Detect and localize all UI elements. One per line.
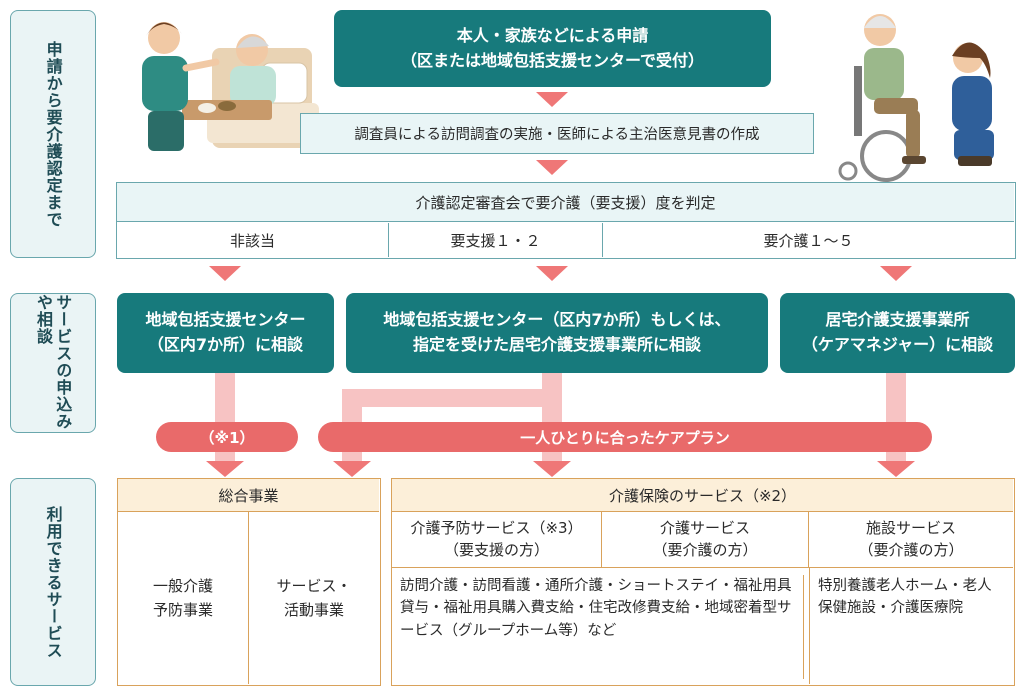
caregiver-feeding-illustration <box>142 22 319 151</box>
judgment-col3-text: 要介護１～５ <box>763 231 854 250</box>
care-services-line2: （要介護の方） <box>652 540 758 559</box>
facility-services-line2: （要介護の方） <box>858 540 964 559</box>
sogo-title: 総合事業 <box>218 486 279 505</box>
judgment-col1-text: 非該当 <box>229 231 275 250</box>
sogo-general-prevention: 一般介護 予防事業 <box>118 512 248 684</box>
judgment-col-support: 要支援１・２ <box>389 223 603 257</box>
sogo-header: 総合事業 <box>118 479 379 512</box>
consult-box1-line2: （区内7か所）に相談 <box>147 335 304 354</box>
facility-services-list: 特別養護老人ホーム・老人保健施設・介護医療院 <box>818 578 992 617</box>
sogo-right-line1: サービス・ <box>276 577 352 595</box>
sogo-left-line2: 予防事業 <box>152 601 213 619</box>
arrow-down-icon <box>209 266 241 281</box>
arrow-down-icon <box>880 266 912 281</box>
facility-services-header: 施設サービス （要介護の方） <box>809 512 1013 568</box>
insurance-title: 介護保険のサービス（※2） <box>608 486 797 505</box>
stage-label-services: 利用できるサービス <box>10 478 96 686</box>
judgment-col-care: 要介護１～５ <box>603 223 1014 257</box>
arrow-down-icon <box>536 266 568 281</box>
application-line1: 本人・家族などによる申請 <box>456 25 649 45</box>
arrow-down-icon <box>536 92 568 107</box>
arrow-down-icon <box>536 160 568 175</box>
consult-box2-line1: 地域包括支援センター（区内7か所）もしくは、 <box>383 310 731 330</box>
consult-box3-line1: 居宅介護支援事業所 <box>825 310 970 330</box>
careplan-text: 一人ひとりに合ったケアプラン <box>520 428 730 447</box>
judgment-title: 介護認定審査会で要介護（要支援）度を判定 <box>117 183 1014 222</box>
consult-box-center-or-office: 地域包括支援センター（区内7か所）もしくは、 指定を受けた居宅介護支援事業所に相… <box>346 293 768 373</box>
note1-pill: （※1） <box>156 422 298 452</box>
stage-label-consultation: サービスの申込みや相談 <box>10 293 96 433</box>
survey-box: 調査員による訪問調査の実施・医師による主治医意見書の作成 <box>300 113 814 154</box>
judgment-col2-text: 要支援１・２ <box>450 231 541 250</box>
stage-label-application: 申請から要介護認定まで <box>10 10 96 258</box>
stage-label-services-text: 利用できるサービス <box>43 505 63 659</box>
consult-box-community-center: 地域包括支援センター （区内7か所）に相談 <box>117 293 334 373</box>
sogo-services-box: 総合事業 一般介護 予防事業 サービス・ 活動事業 <box>117 478 381 686</box>
sogo-left-line1: 一般介護 <box>152 577 213 595</box>
survey-text: 調査員による訪問調査の実施・医師による主治医意見書の作成 <box>354 127 760 143</box>
sogo-divider <box>248 512 249 684</box>
prevention-services-line1: 介護予防サービス（※3） <box>410 518 583 537</box>
insurance-services-box: 介護保険のサービス（※2） 介護予防サービス（※3） （要支援の方） 介護サービ… <box>391 478 1015 686</box>
facility-services-line1: 施設サービス <box>865 518 956 537</box>
care-services-header: 介護サービス （要介護の方） <box>602 512 809 568</box>
judgment-title-text: 介護認定審査会で要介護（要支援）度を判定 <box>415 193 716 212</box>
consult-box-care-manager: 居宅介護支援事業所 （ケアマネジャー）に相談 <box>780 293 1015 373</box>
home-services-divider <box>809 568 810 684</box>
sogo-service-activity: サービス・ 活動事業 <box>249 512 379 684</box>
note1-text: （※1） <box>199 428 255 447</box>
judgment-col-not-applicable: 非該当 <box>117 223 389 257</box>
care-services-line1: 介護サービス <box>659 518 750 537</box>
sogo-right-line2: 活動事業 <box>283 601 344 619</box>
judgment-block: 介護認定審査会で要介護（要支援）度を判定 非該当 要支援１・２ 要介護１～５ <box>116 182 1016 259</box>
stage-label-consultation-text: サービスの申込みや相談 <box>34 294 73 430</box>
prevention-services-header: 介護予防サービス（※3） （要支援の方） <box>392 512 602 568</box>
wheelchair-caregiver-illustration <box>838 14 994 182</box>
application-box: 本人・家族などによる申請 （区または地域包括支援センターで受付） <box>334 10 771 87</box>
careplan-pill: 一人ひとりに合ったケアプラン <box>318 422 932 452</box>
consult-box2-line2: 指定を受けた居宅介護支援事業所に相談 <box>412 335 701 354</box>
consult-box3-line2: （ケアマネジャー）に相談 <box>801 335 994 354</box>
insurance-header: 介護保険のサービス（※2） <box>392 479 1013 512</box>
stage-label-application-text: 申請から要介護認定まで <box>43 40 63 228</box>
prevention-services-line2: （要支援の方） <box>443 540 549 559</box>
consult-box1-line1: 地域包括支援センター <box>145 310 306 330</box>
application-line2: （区または地域包括支援センターで受付） <box>400 50 705 70</box>
home-services-list: 訪問介護・訪問看護・通所介護・ショートステイ・福祉用具貸与・福祉用具購入費支給・… <box>400 575 804 679</box>
